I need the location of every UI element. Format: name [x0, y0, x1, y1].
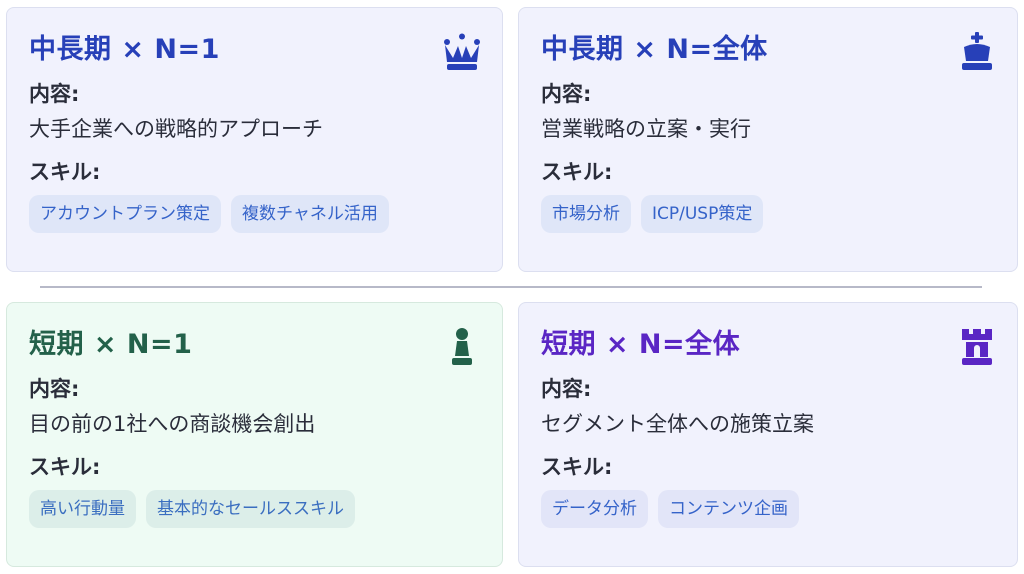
skill-tags: 高い行動量 基本的なセールススキル — [29, 490, 480, 528]
content-text: セグメント全体への施策立案 — [541, 412, 814, 436]
skill-tag: アカウントプラン策定 — [29, 195, 221, 233]
skill-tags: 市場分析 ICP/USP策定 — [541, 195, 995, 233]
skill-label: スキル: — [541, 455, 613, 479]
skill-tag: 市場分析 — [541, 195, 631, 233]
skill-label: スキル: — [29, 160, 101, 184]
card-title: 短期 × N=1 — [29, 329, 193, 360]
chess-queen-icon — [444, 33, 480, 70]
skill-tag: 基本的なセールススキル — [146, 490, 355, 528]
content-label: 内容: — [541, 377, 592, 401]
chess-rook-icon — [962, 329, 992, 365]
skill-tags: アカウントプラン策定 複数チャネル活用 — [29, 195, 480, 233]
skill-tag: データ分析 — [541, 490, 648, 528]
content-label: 内容: — [29, 377, 80, 401]
content-label: 内容: — [29, 82, 80, 106]
content-text: 大手企業への戦略的アプローチ — [29, 117, 323, 141]
card-midlong-all: 中長期 × N=全体 内容: 営業戦略の立案・実行 スキル: 市場分析 ICP/… — [518, 7, 1018, 272]
content-label: 内容: — [541, 82, 592, 106]
card-short-all: 短期 × N=全体 内容: セグメント全体への施策立案 スキル: データ分析 コ… — [518, 302, 1018, 567]
skill-label: スキル: — [541, 160, 613, 184]
content-text: 目の前の1社への商談機会創出 — [29, 412, 316, 436]
divider — [40, 286, 982, 288]
chess-pawn-icon — [452, 328, 472, 365]
skill-tag: コンテンツ企画 — [658, 490, 799, 528]
skill-label: スキル: — [29, 455, 101, 479]
skill-tag: 高い行動量 — [29, 490, 136, 528]
card-title: 中長期 × N=全体 — [541, 34, 768, 65]
card-short-n1: 短期 × N=1 内容: 目の前の1社への商談機会創出 スキル: 高い行動量 基… — [6, 302, 503, 567]
card-midlong-n1: 中長期 × N=1 内容: 大手企業への戦略的アプローチ スキル: アカウントプ… — [6, 7, 503, 272]
content-text: 営業戦略の立案・実行 — [541, 117, 751, 141]
skill-tag: 複数チャネル活用 — [231, 195, 389, 233]
card-title: 中長期 × N=1 — [29, 34, 220, 65]
chess-king-icon — [962, 32, 992, 70]
card-title: 短期 × N=全体 — [541, 329, 741, 360]
skill-tags: データ分析 コンテンツ企画 — [541, 490, 995, 528]
skill-tag: ICP/USP策定 — [641, 195, 764, 233]
